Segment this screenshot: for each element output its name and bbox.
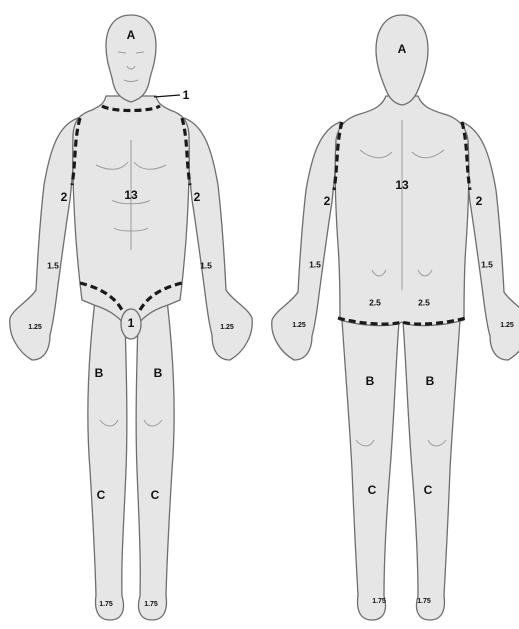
back-left-forearm-label: 1.5 bbox=[309, 259, 321, 269]
back-left-hand-label: 1.25 bbox=[292, 322, 306, 329]
front-right-forearm-label: 1.5 bbox=[47, 260, 59, 270]
front-left-forearm-label: 1.5 bbox=[200, 260, 212, 270]
back-right-thigh-label: B bbox=[426, 374, 435, 388]
back-right-foot-label: 1.75 bbox=[417, 598, 431, 605]
back-left-lower-leg-label: C bbox=[368, 483, 377, 497]
front-genitals-label: 1 bbox=[128, 316, 135, 330]
front-head-label: A bbox=[127, 28, 136, 42]
front-left-foot-label: 1.75 bbox=[144, 601, 158, 608]
front-right-hand-label: 1.25 bbox=[28, 324, 42, 331]
front-neck-label: 1 bbox=[183, 88, 190, 102]
back-trunk-label: 13 bbox=[395, 178, 409, 192]
front-right-foot-label: 1.75 bbox=[99, 601, 113, 608]
back-figure bbox=[272, 15, 519, 620]
back-right-hand-label: 1.25 bbox=[500, 322, 514, 329]
back-right-upper-arm-label: 2 bbox=[476, 194, 483, 208]
front-right-thigh-label: B bbox=[95, 366, 104, 380]
back-right-buttock-label: 2.5 bbox=[418, 297, 430, 307]
front-left-hand-label: 1.25 bbox=[220, 324, 234, 331]
back-right-forearm-label: 1.5 bbox=[481, 259, 493, 269]
front-left-upper-arm-label: 2 bbox=[194, 190, 201, 204]
back-left-buttock-label: 2.5 bbox=[369, 297, 381, 307]
front-right-upper-arm-label: 2 bbox=[61, 190, 68, 204]
back-left-thigh-label: B bbox=[366, 374, 375, 388]
back-head-label: A bbox=[398, 42, 407, 56]
front-right-lower-leg-label: C bbox=[97, 488, 106, 502]
front-left-thigh-label: B bbox=[154, 366, 163, 380]
back-left-foot-label: 1.75 bbox=[372, 598, 386, 605]
back-left-upper-arm-label: 2 bbox=[324, 194, 331, 208]
front-left-lower-leg-label: C bbox=[151, 488, 160, 502]
front-trunk-label: 13 bbox=[124, 188, 138, 202]
back-right-lower-leg-label: C bbox=[424, 483, 433, 497]
